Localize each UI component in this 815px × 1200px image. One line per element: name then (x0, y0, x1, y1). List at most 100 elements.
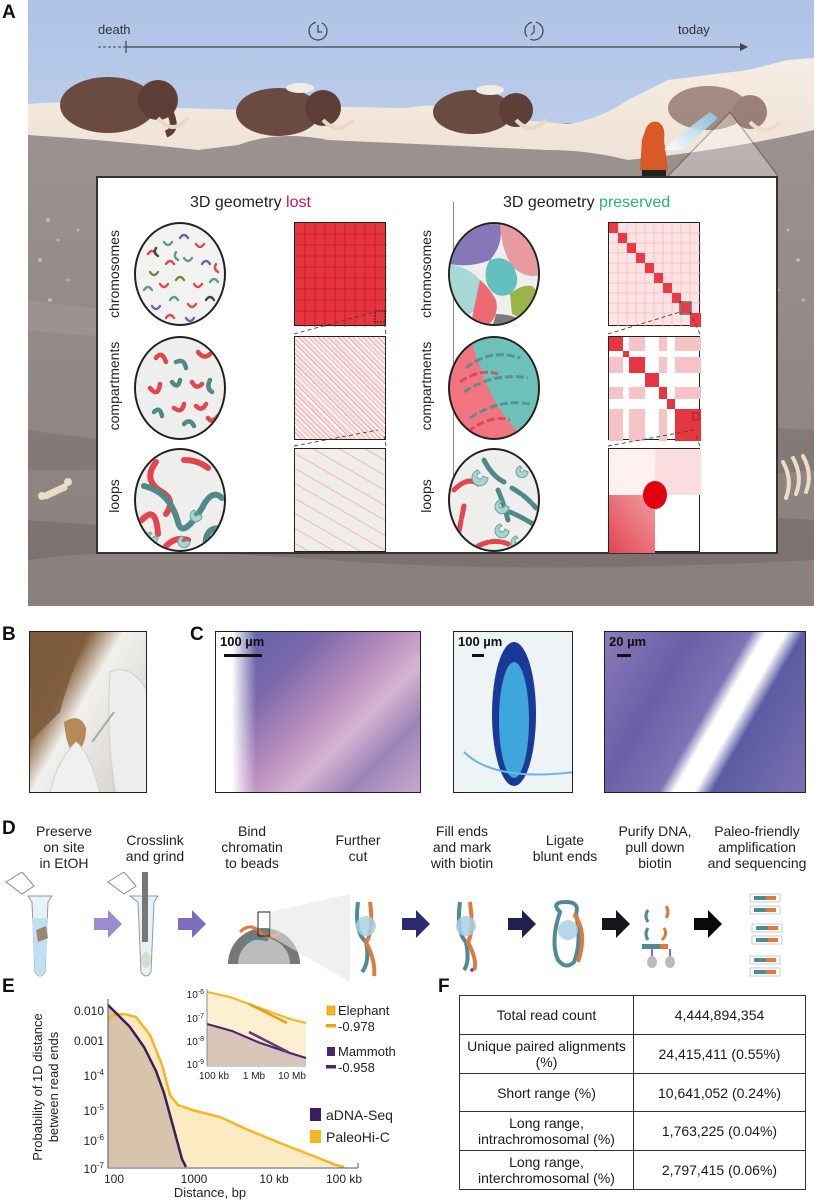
preserved-highlight: preserved (599, 194, 671, 211)
row-label-unique-paired: Unique paired alignments (%) (459, 1034, 634, 1074)
clock-icon-late (524, 21, 544, 41)
title-geometry-lost: 3D geometry lost (190, 194, 311, 211)
step-label-crosslink: Crosslink and grind (125, 832, 185, 864)
adna-seq-curve (107, 1004, 188, 1168)
clock-icon-early (308, 21, 328, 41)
table-row: Long range, interchromosomal (%) 2,797,4… (459, 1150, 806, 1190)
scientist-with-hose (640, 112, 718, 176)
column-divider (453, 202, 454, 514)
loop-dot-contact (609, 449, 701, 553)
row-label-total-read-count: Total read count (459, 995, 634, 1035)
panel-letter-a: A (2, 2, 16, 23)
svg-text:10-7: 10-7 (187, 1013, 204, 1025)
hic-map-loops-preserved (608, 448, 701, 553)
hic-map-chromosomes-lost (294, 222, 387, 327)
nucleus-compartments-lost (134, 336, 226, 440)
row-value-long-range-intra: 1,763,225 (0.04%) (633, 1111, 806, 1151)
workflow-arrow-2 (178, 910, 206, 938)
table-row: Long range, intrachromosomal (%) 1,763,2… (459, 1111, 806, 1151)
lost-highlight: lost (286, 194, 311, 211)
scale-bar-1 (224, 654, 262, 657)
step-label-ligate: Ligate blunt ends (532, 832, 598, 864)
panel-letter-f: F (438, 976, 450, 997)
hair-follicle-section (463, 642, 572, 786)
timeline-end-label: today (678, 22, 710, 37)
scale-bar-2 (472, 654, 484, 657)
legend-swatch-mammoth (327, 1047, 335, 1056)
hic-map-compartments-preserved (608, 336, 701, 441)
step-label-purify: Purify DNA, pull down biotin (618, 823, 692, 871)
ytick-0.010: 0.010 (74, 1004, 104, 1018)
ytick-1e-7: 10-7 (84, 1161, 105, 1176)
mammoth-1 (60, 77, 190, 138)
hic-map-loops-lost (294, 448, 386, 552)
svg-text:1 Mb: 1 Mb (243, 1071, 266, 1082)
row-label-long-range-inter: Long range, interchromosomal (%) (459, 1150, 634, 1190)
mammoth-2 (236, 83, 355, 136)
legend-elephant-slope: -0.978 (338, 1019, 375, 1034)
ytick-0.001: 0.001 (74, 1034, 104, 1048)
svg-text:10-9: 10-9 (187, 1059, 204, 1071)
zoom-connector-lines (293, 311, 701, 447)
uniform-contact-grid (295, 223, 387, 327)
sequencing-reads-icon (749, 893, 783, 977)
xtick-10kb: 10 kb (259, 1172, 289, 1186)
table-row: Total read count 4,444,894,354 (459, 995, 806, 1035)
diagonal-territory-blocks (609, 223, 701, 327)
legend-paleohic: PaleoHi-C (326, 1129, 390, 1145)
workflow-arrow-4 (508, 910, 536, 938)
scattered-chromatin-fragments (142, 233, 220, 323)
timeline-start-label: death (98, 22, 131, 37)
inset-plot: 10-6 10-7 10-8 10-9 100 kb 1 Mb 10 Mb (187, 989, 307, 1082)
ab-compartments (459, 338, 538, 438)
workflow-arrow-5 (602, 910, 630, 938)
inset-legend: Elephant -0.978 Mammoth -0.958 (326, 1003, 396, 1075)
ytick-1e-4: 10-4 (84, 1068, 105, 1083)
title-geometry-preserved: 3D geometry preserved (503, 194, 671, 211)
unlooped-chromatin (139, 457, 224, 549)
legend-adna-seq: aDNA-Seq (326, 1107, 393, 1123)
nucleus-loops-preserved (448, 448, 540, 552)
panel-letter-c: C (190, 624, 204, 645)
nucleus-loops-lost (134, 448, 226, 552)
step-label-further-cut: Further cut (335, 832, 381, 864)
mammoth-4-exposed (668, 86, 782, 132)
row-value-long-range-inter: 2,797,415 (0.06%) (633, 1150, 806, 1190)
histology-image-1: 100 µm (215, 631, 421, 793)
nucleus-compartments-preserved (448, 336, 540, 440)
xtick-100kb: 100 kb (326, 1172, 362, 1186)
hic-map-chromosomes-preserved (608, 222, 701, 327)
inset-elephant-curve (206, 991, 307, 1024)
xtick-100: 100 (104, 1172, 124, 1186)
panel-letter-e: E (2, 976, 15, 997)
workflow-diagram (5, 872, 783, 982)
legend-mammoth: Mammoth (338, 1044, 396, 1059)
workflow-arrow-6 (694, 910, 722, 938)
biotin-marked-icon (456, 901, 478, 972)
step-label-bind-chromatin: Bind chromatin to beads (221, 823, 283, 871)
row-label-long-range-intra: Long range, intrachromosomal (%) (459, 1111, 634, 1151)
legend-swatch-elephant (326, 1005, 336, 1016)
table-row: Unique paired alignments (%) 24,415,411 … (459, 1034, 806, 1074)
row-label-short-range: Short range (%) (459, 1073, 634, 1112)
table-row: Short range (%) 10,641,052 (0.24%) (459, 1073, 806, 1112)
svg-text:10-8: 10-8 (187, 1036, 204, 1048)
scale-bar-3 (617, 654, 631, 657)
workflow-arrow-3 (402, 910, 430, 938)
row-value-short-range: 10,641,052 (0.24%) (633, 1073, 806, 1112)
cut-chromatin-icon (355, 901, 377, 977)
step-label-preserve: Preserve on site in EtOH (35, 823, 93, 871)
row-value-total-read-count: 4,444,894,354 (633, 995, 806, 1035)
ytick-1e-6: 10-6 (84, 1133, 105, 1148)
elephant-fit-line (248, 1002, 288, 1025)
step-label-fill-ends: Fill ends and mark with biotin (430, 823, 494, 871)
inset-mammoth-curve (206, 1023, 307, 1059)
main-legend: aDNA-Seq PaleoHi-C (310, 1107, 393, 1145)
legend-mammoth-slope: -0.958 (338, 1060, 375, 1075)
histology-image-2: 100 µm (453, 631, 573, 793)
tube-icon-etoh (5, 872, 53, 977)
geometry-comparison-box: 3D geometry lost 3D geometry preserved c… (96, 176, 778, 554)
nucleus-chromosomes-lost (134, 222, 226, 326)
ligated-loop-icon (552, 899, 585, 968)
gloved-hands-sampling (30, 632, 146, 792)
